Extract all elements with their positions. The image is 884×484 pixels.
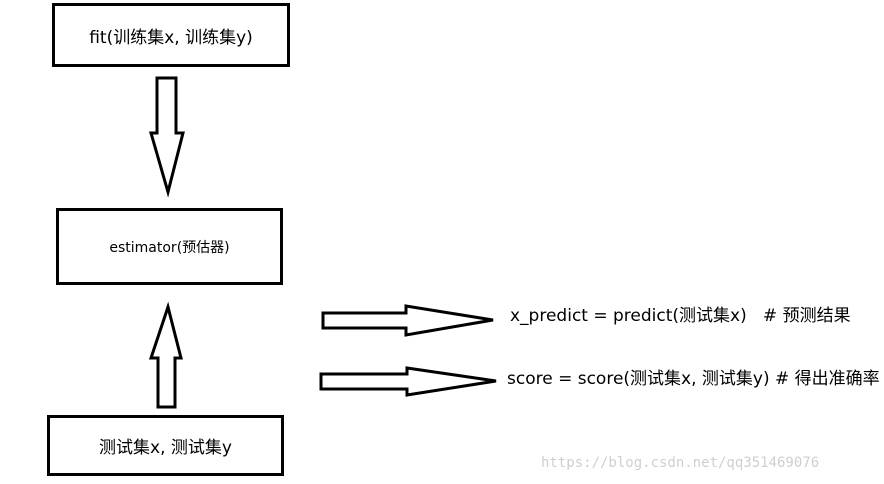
estimator-box: estimator(预估器) (56, 208, 283, 285)
score-right-arrow-icon (319, 366, 497, 397)
down-arrow-icon (149, 76, 185, 198)
watermark-text: https://blog.csdn.net/qq351469076 (541, 455, 820, 471)
test-data-label: 测试集x, 测试集y (99, 438, 232, 458)
up-arrow-icon (148, 301, 183, 409)
estimator-label: estimator(预估器) (109, 239, 230, 256)
predict-right-arrow-icon (321, 304, 494, 337)
predict-output-label: x_predict = predict(测试集x) # 预测结果 (510, 306, 851, 326)
fit-box: fit(训练集x, 训练集y) (52, 3, 290, 67)
score-output-label: score = score(测试集x, 测试集y) # 得出准确率 (507, 369, 880, 389)
test-data-box: 测试集x, 测试集y (47, 415, 284, 476)
fit-label: fit(训练集x, 训练集y) (89, 27, 253, 48)
